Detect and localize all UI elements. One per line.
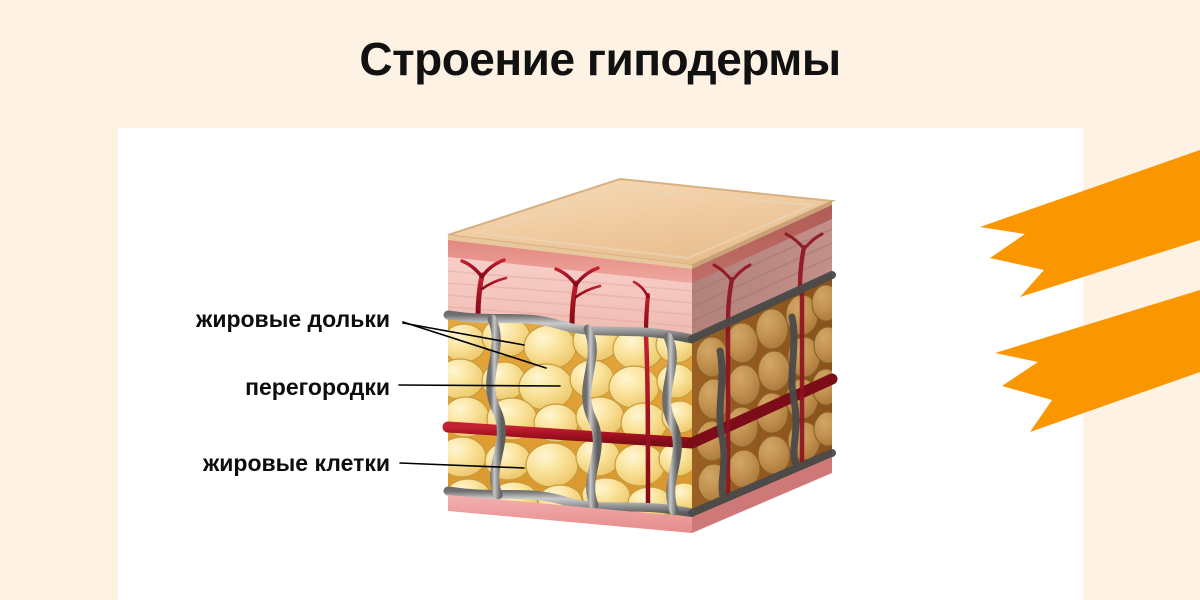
- hypodermis-illustration: [420, 165, 850, 575]
- label-septa: перегородки: [245, 374, 390, 400]
- epidermis-layer: [448, 201, 832, 285]
- label-fat-lobules: жировые дольки: [196, 306, 390, 332]
- blood-vessel: [442, 373, 838, 449]
- blood-vessel: [712, 232, 824, 324]
- epidermis-top-surface: [447, 177, 836, 267]
- septa-front: [443, 310, 697, 518]
- fat-cells-front: [448, 316, 692, 517]
- blood-vessel: [725, 284, 805, 498]
- blood-vessel: [460, 258, 651, 336]
- muscle-base-layer: [448, 457, 832, 533]
- label-fat-cells: жировые клетки: [202, 450, 390, 476]
- page-title: Строение гиподермы: [359, 33, 841, 85]
- septa-right: [688, 271, 836, 517]
